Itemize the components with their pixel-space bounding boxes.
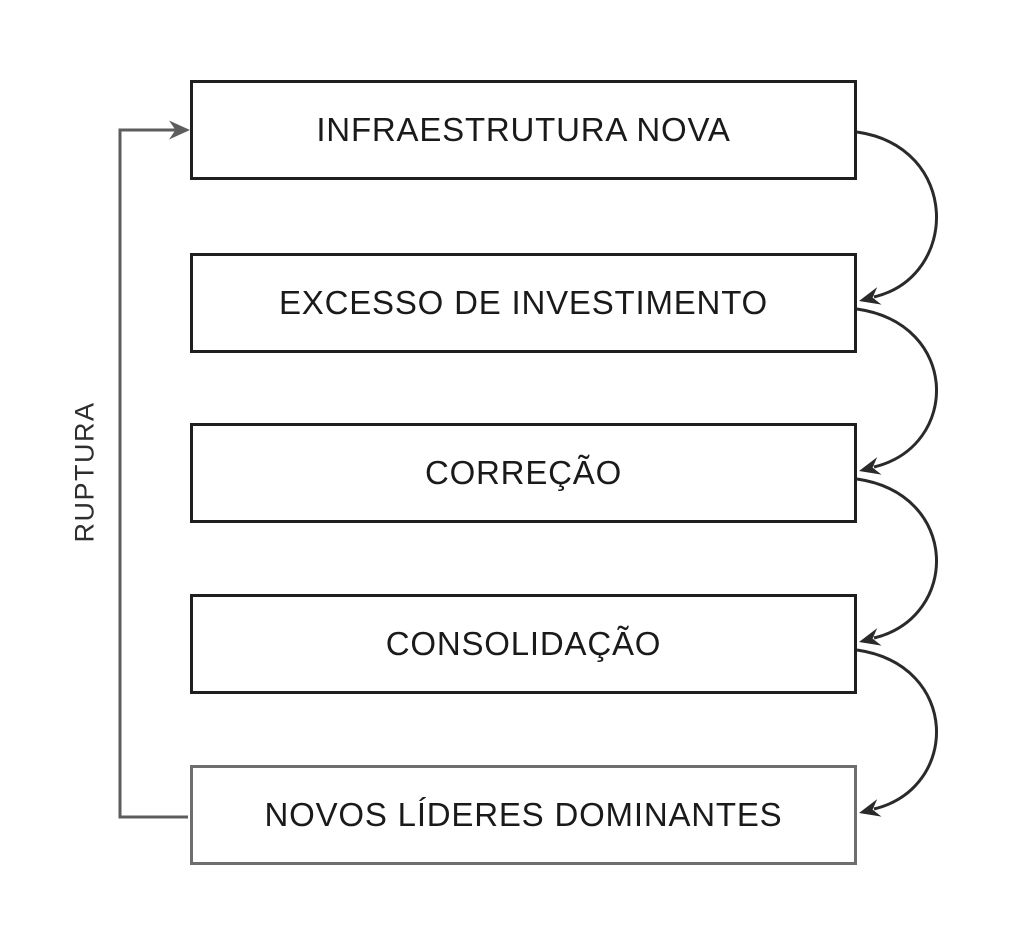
flow-arrowhead-1-to-2-icon — [859, 287, 882, 305]
flow-arrowhead-2-to-3-icon — [859, 457, 882, 475]
flow-arrowhead-3-to-4-icon — [859, 628, 882, 646]
stage-label: CORREÇÃO — [424, 454, 623, 491]
ruptura-side-label: RUPTURA — [69, 401, 100, 543]
stage-box-novos-lideres-dominantes: NOVOS LÍDERES DOMINANTES — [190, 765, 857, 865]
flow-arc-2-to-3 — [856, 307, 938, 469]
stage-label: CONSOLIDAÇÃO — [385, 625, 662, 662]
flow-arc-3-to-4 — [856, 477, 938, 640]
stage-label: INFRAESTRUTURA NOVA — [316, 111, 731, 148]
feedback-loop-line — [118, 128, 188, 819]
stage-box-consolidacao: CONSOLIDAÇÃO — [190, 594, 857, 694]
stage-label: NOVOS LÍDERES DOMINANTES — [264, 796, 783, 833]
flow-arc-1-to-2 — [856, 130, 938, 299]
feedback-loop-arrowhead-icon — [169, 120, 190, 140]
stage-box-correcao: CORREÇÃO — [190, 423, 857, 523]
stage-label: EXCESSO DE INVESTIMENTO — [278, 284, 769, 321]
stage-box-infraestrutura-nova: INFRAESTRUTURA NOVA — [190, 80, 857, 180]
flow-arc-4-to-5 — [856, 648, 938, 811]
flow-arrowhead-4-to-5-icon — [859, 799, 882, 817]
stage-box-excesso-de-investimento: EXCESSO DE INVESTIMENTO — [190, 253, 857, 353]
